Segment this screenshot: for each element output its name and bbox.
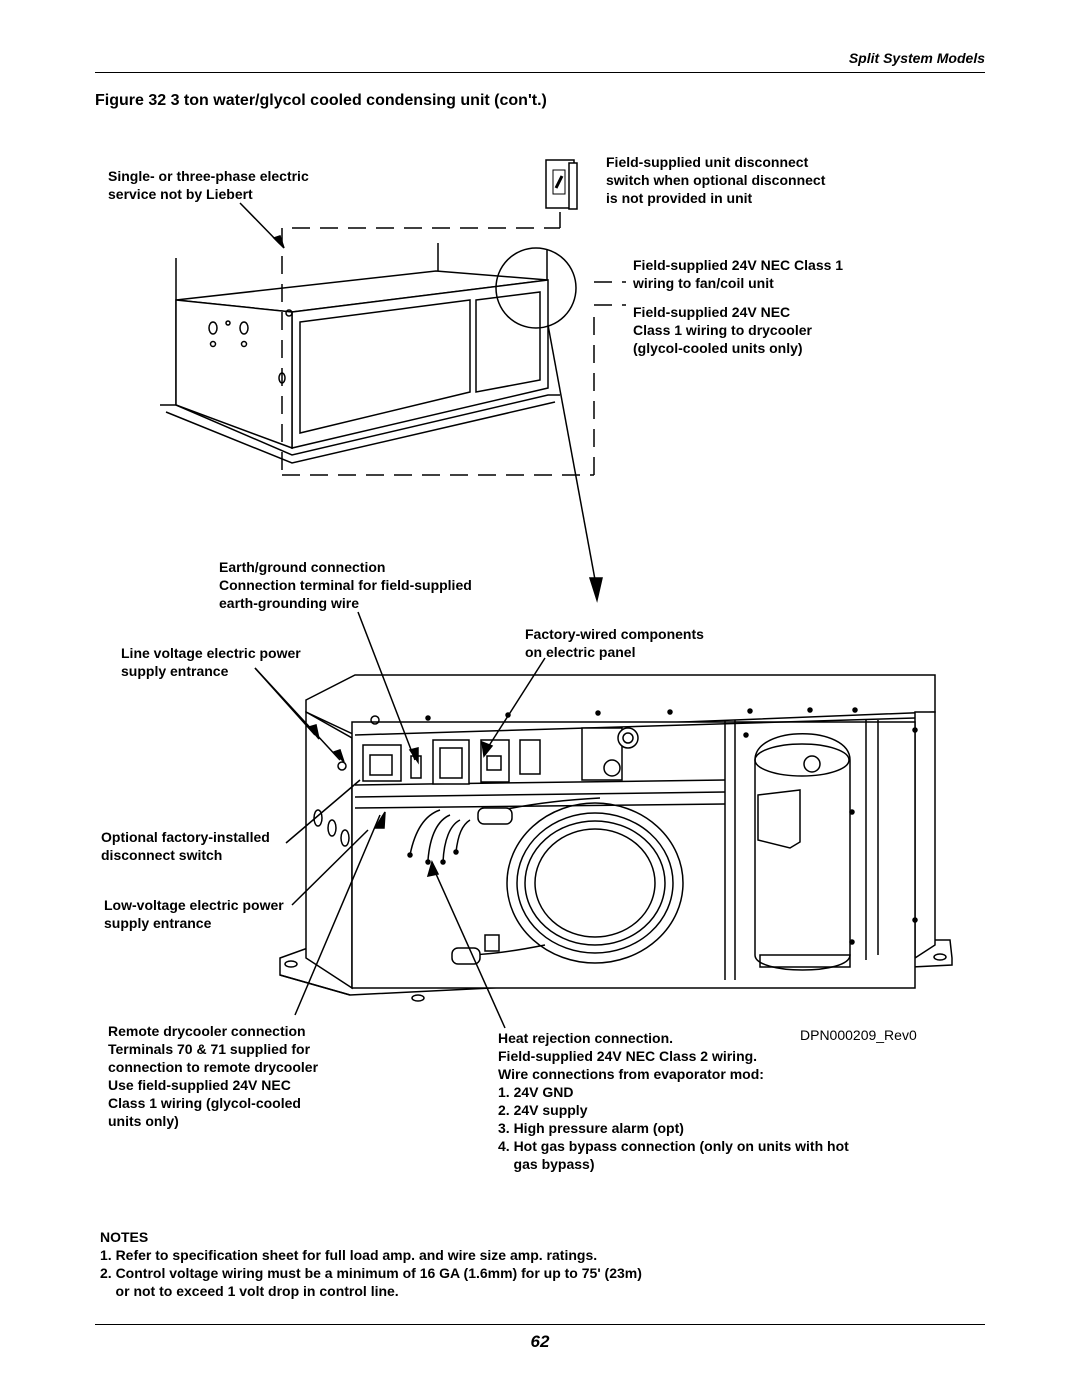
drawing-number: DPN000209_Rev0 [800,1027,917,1043]
label-line: Optional factory-installed [101,829,270,845]
label-line: Terminals 70 & 71 supplied for [108,1041,311,1057]
label-heat-rejection: Heat rejection connection. Field-supplie… [498,1029,849,1173]
label-line: Class 1 wiring to drycooler [633,322,812,338]
label-class1-fancoil: Field-supplied 24V NEC Class 1 wiring to… [633,256,843,292]
note-item: 1. Refer to specification sheet for full… [100,1247,598,1263]
label-line: Field-supplied unit disconnect [606,154,809,170]
label-optional-disconnect: Optional factory-installed disconnect sw… [101,828,270,864]
label-class1-drycooler: Field-supplied 24V NEC Class 1 wiring to… [633,303,812,357]
label-field-disconnect: Field-supplied unit disconnect switch wh… [606,153,825,207]
label-list-item: 4. Hot gas bypass connection (only on un… [498,1138,849,1154]
label-factory-wired: Factory-wired components on electric pan… [525,625,704,661]
label-line: Connection terminal for field-supplied [219,577,472,593]
label-line: on electric panel [525,644,636,660]
label-list-item: 3. High pressure alarm (opt) [498,1120,684,1136]
label-line: Field-supplied 24V NEC Class 1 [633,257,844,273]
label-line: Use field-supplied 24V NEC [108,1077,291,1093]
label-line: is not provided in unit [606,190,753,206]
label-earth-ground: Earth/ground connection Connection termi… [219,558,472,612]
label-line: switch when optional disconnect [606,172,826,188]
label-line: earth-grounding wire [219,595,359,611]
notes-section: NOTES 1. Refer to specification sheet fo… [100,1228,642,1300]
unit-cutaway-drawing [254,611,953,1029]
header-rule [95,72,985,73]
label-line: Remote drycooler connection [108,1023,306,1039]
label-low-voltage: Low-voltage electric power supply entran… [104,896,284,932]
label-line: connection to remote drycooler [108,1059,319,1075]
label-line: Low-voltage electric power [104,897,284,913]
label-line: Factory-wired components [525,626,704,642]
label-list-item: 2. 24V supply [498,1102,588,1118]
figure-title: Figure 32 3 ton water/glycol cooled cond… [95,92,547,109]
label-line: Field-supplied 24V NEC [633,304,791,320]
label-line: service not by Liebert [108,186,253,202]
label-line: Line voltage electric power [121,645,301,661]
running-head: Split System Models [848,50,985,66]
label-line: disconnect switch [101,847,223,863]
label-line: Field-supplied 24V NEC Class 2 wiring. [498,1048,758,1064]
label-line-voltage: Line voltage electric power supply entra… [121,644,301,680]
label-list-item: 1. 24V GND [498,1084,574,1100]
footer-rule [95,1324,985,1325]
label-line: Earth/ground connection [219,559,386,575]
note-item: 2. Control voltage wiring must be a mini… [100,1265,642,1281]
label-line: Wire connections from evaporator mod: [498,1066,764,1082]
label-list-item: gas bypass) [498,1156,595,1172]
label-line: (glycol-cooled units only) [633,340,803,356]
label-line: supply entrance [104,915,212,931]
label-line: supply entrance [121,663,229,679]
label-line: units only) [108,1113,179,1129]
notes-heading: NOTES [100,1229,149,1245]
page-number: 62 [530,1332,550,1351]
label-line: Single- or three-phase electric [108,168,309,184]
label-line: wiring to fan/coil unit [633,275,774,291]
label-line: Heat rejection connection. [498,1030,674,1046]
unit-exterior-drawing [160,159,626,603]
label-electric-service: Single- or three-phase electric service … [108,167,309,203]
label-remote-drycooler: Remote drycooler connection Terminals 70… [108,1022,318,1130]
label-line: Class 1 wiring (glycol-cooled [108,1095,301,1111]
note-item: or not to exceed 1 volt drop in control … [100,1283,399,1299]
